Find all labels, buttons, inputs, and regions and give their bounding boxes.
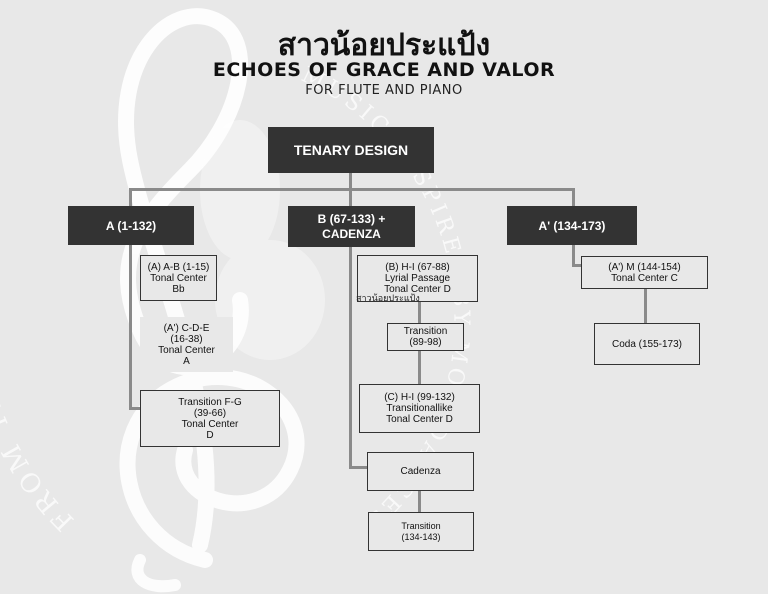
node-line: (39-66) bbox=[193, 407, 227, 419]
section-b-header: B (67-133) + CADENZA bbox=[288, 206, 415, 247]
node-line: Tonal Center bbox=[158, 344, 215, 356]
connector-line bbox=[418, 302, 421, 323]
node-a-prime-cde: (A') C-D-E (16-38) Tonal Center A bbox=[140, 317, 233, 372]
node-b-transition-89-98: Transition (89-98) bbox=[387, 323, 464, 351]
node-line: (16-38) bbox=[170, 333, 203, 345]
node-line: (A') M (144-154) bbox=[608, 261, 681, 273]
node-a-prime-m: (A') M (144-154) Tonal Center C bbox=[581, 256, 708, 289]
connector-line bbox=[644, 289, 647, 323]
node-line: (134-143) bbox=[401, 531, 441, 542]
section-a-label: A (1-132) bbox=[105, 218, 157, 233]
node-line: Tonal Center D bbox=[384, 284, 451, 295]
node-line: Tonal Center C bbox=[611, 272, 678, 284]
node-coda: Coda (155-173) bbox=[594, 323, 700, 365]
title-thai: สาวน้อยประแป้ง bbox=[277, 28, 491, 63]
node-line: Transition bbox=[401, 520, 441, 531]
node-line: A bbox=[183, 355, 190, 367]
section-a-prime-header: A' (134-173) bbox=[507, 206, 637, 245]
node-line: (89-98) bbox=[409, 337, 442, 348]
section-a-header: A (1-132) bbox=[68, 206, 194, 245]
page-subtitle: FOR FLUTE AND PIANO bbox=[305, 83, 463, 98]
node-b-hi: (B) H-I (67-88) Lyrial Passage Tonal Cen… bbox=[357, 255, 478, 302]
connector-line bbox=[572, 188, 575, 206]
root-node-label: TENARY DESIGN bbox=[293, 142, 409, 158]
connector-line bbox=[129, 188, 575, 191]
node-line: Transition F-G bbox=[178, 396, 242, 408]
section-a-prime-label: A' (134-173) bbox=[538, 218, 606, 233]
connector-line bbox=[349, 172, 352, 190]
node-line: Cadenza bbox=[400, 466, 441, 477]
node-a-transition-fg: Transition F-G (39-66) Tonal Center D bbox=[140, 390, 280, 447]
node-line: (A) A-B (1-15) bbox=[147, 261, 210, 273]
connector-line bbox=[349, 247, 352, 469]
node-c-hi: (C) H-I (99-132) Transitionallike Tonal … bbox=[359, 384, 480, 433]
clef-stroke bbox=[119, 369, 305, 568]
node-line: Tonal Center bbox=[150, 272, 207, 284]
connector-line bbox=[129, 407, 141, 410]
node-line: D bbox=[206, 429, 214, 441]
node-line: Bb bbox=[172, 283, 185, 295]
connector-line bbox=[129, 245, 132, 410]
root-node-tenary-design: TENARY DESIGN bbox=[268, 127, 434, 173]
node-line: Tonal Center bbox=[181, 418, 239, 430]
connector-line bbox=[349, 466, 367, 469]
node-line: (B) H-I (67-88) bbox=[385, 262, 450, 273]
page-title: ECHOES OF GRACE AND VALOR bbox=[212, 59, 556, 81]
node-line: Transitionallike bbox=[386, 403, 453, 414]
dancer-figure bbox=[215, 240, 325, 360]
node-a-ab: (A) A-B (1-15) Tonal Center Bb bbox=[140, 255, 217, 301]
clef-stroke bbox=[131, 554, 181, 593]
node-line: Tonal Center D bbox=[386, 414, 453, 425]
connector-line bbox=[129, 188, 132, 206]
node-line: Coda (155-173) bbox=[611, 338, 683, 350]
connector-line bbox=[418, 491, 421, 512]
section-b-label-line2: CADENZA bbox=[322, 226, 381, 241]
node-line: (A') C-D-E bbox=[163, 322, 210, 334]
node-line: Lyrial Passage bbox=[384, 273, 451, 284]
connector-line bbox=[349, 188, 352, 206]
node-b-transition-134-143: Transition (134-143) bbox=[368, 512, 474, 551]
node-line: Transition bbox=[403, 326, 448, 337]
node-line: (C) H-I (99-132) bbox=[384, 392, 455, 403]
section-b-label-line1: B (67-133) + bbox=[317, 211, 386, 226]
connector-line bbox=[572, 264, 582, 267]
connector-line bbox=[418, 351, 421, 384]
node-cadenza: Cadenza bbox=[367, 452, 474, 491]
stray-thai-text: สาวน้อยประแป้ง bbox=[356, 293, 420, 303]
connector-line bbox=[572, 245, 575, 267]
